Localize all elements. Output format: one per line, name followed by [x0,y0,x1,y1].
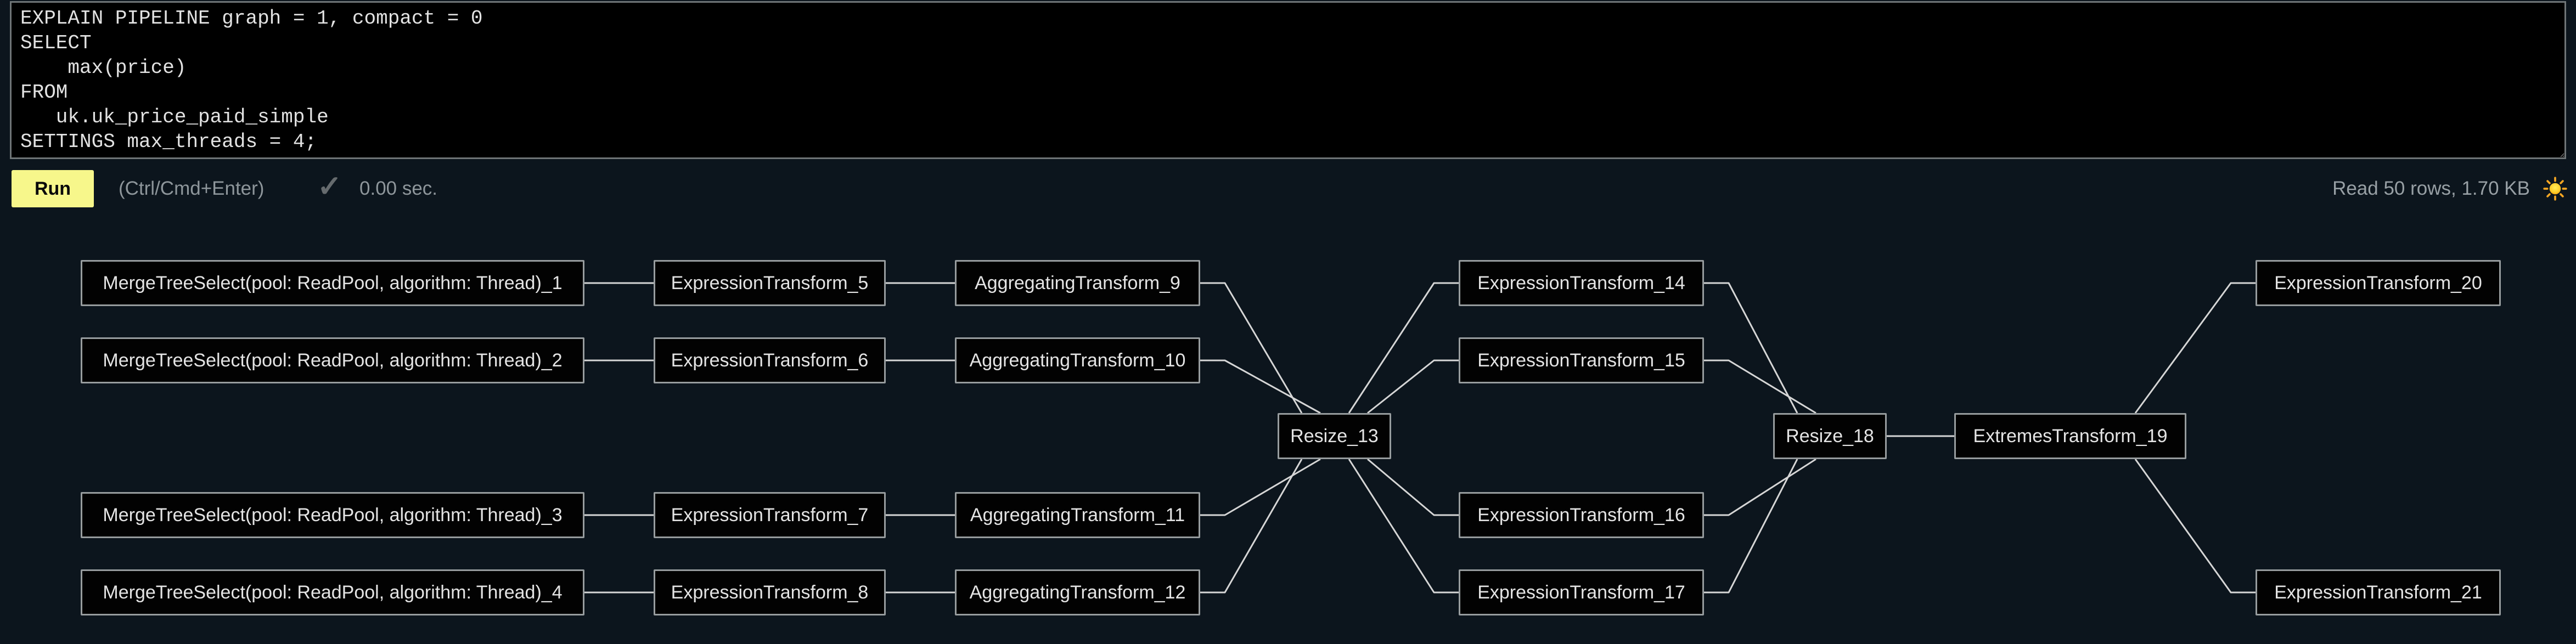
pipeline-node-et5: ExpressionTransform_5 [654,260,886,306]
pipeline-node-ex19: ExtremesTransform_19 [1954,413,2186,459]
pipeline-node-et20: ExpressionTransform_20 [2256,260,2501,306]
pipeline-node-mt4: MergeTreeSelect(pool: ReadPool, algorith… [81,569,584,615]
pipeline-edge-rs13-et14 [1348,282,1459,414]
pipeline-node-et6: ExpressionTransform_6 [654,337,886,383]
pipeline-edge-et15-rs18 [1704,359,1816,414]
pipeline-edge-rs13-et15 [1367,359,1459,414]
pipeline-node-rs13: Resize_13 [1278,413,1391,459]
pipeline-node-rs18: Resize_18 [1773,413,1887,459]
pipeline-node-mt1: MergeTreeSelect(pool: ReadPool, algorith… [81,260,584,306]
pipeline-edge-ag11-rs13 [1200,458,1321,516]
pipeline-node-et17: ExpressionTransform_17 [1459,569,1704,615]
pipeline-edge-rs13-et16 [1367,458,1459,516]
pipeline-edge-ex19-et20 [2134,282,2256,414]
pipeline-node-ag10: AggregatingTransform_10 [955,337,1200,383]
pipeline-edge-ag12-rs13 [1200,459,1303,594]
pipeline-edge-et16-rs18 [1704,458,1816,516]
pipeline-node-et7: ExpressionTransform_7 [654,492,886,538]
pipeline-node-ag12: AggregatingTransform_12 [955,569,1200,615]
elapsed-time: 0.00 sec. [359,178,438,199]
pipeline-node-et21: ExpressionTransform_21 [2256,569,2501,615]
read-stats: Read 50 rows, 1.70 KB [2332,178,2530,199]
pipeline-edge-rs13-et17 [1348,459,1459,594]
pipeline-node-ag11: AggregatingTransform_11 [955,492,1200,538]
pipeline-edge-et14-rs18 [1704,282,1798,414]
query-stats: Read 50 rows, 1.70 KB [2332,170,2567,207]
pipeline-node-et14: ExpressionTransform_14 [1459,260,1704,306]
pipeline-node-mt2: MergeTreeSelect(pool: ReadPool, algorith… [81,337,584,383]
pipeline-node-mt3: MergeTreeSelect(pool: ReadPool, algorith… [81,492,584,538]
pipeline-edge-ag9-rs13 [1200,282,1303,414]
run-button[interactable]: Run [12,170,94,207]
pipeline-node-et15: ExpressionTransform_15 [1459,337,1704,383]
pipeline-edge-ag10-rs13 [1200,359,1321,414]
pipeline-node-et16: ExpressionTransform_16 [1459,492,1704,538]
pipeline-node-et8: ExpressionTransform_8 [654,569,886,615]
query-editor[interactable]: EXPLAIN PIPELINE graph = 1, compact = 0 … [10,1,2566,159]
pipeline-edge-ex19-et21 [2134,459,2256,594]
pipeline-node-ag9: AggregatingTransform_9 [955,260,1200,306]
sun-theme-toggle-icon[interactable] [2543,177,2567,201]
shortcut-hint: (Ctrl/Cmd+Enter) [119,178,265,199]
pipeline-edge-et17-rs18 [1704,459,1798,594]
success-check-icon: ✓ [317,170,342,203]
